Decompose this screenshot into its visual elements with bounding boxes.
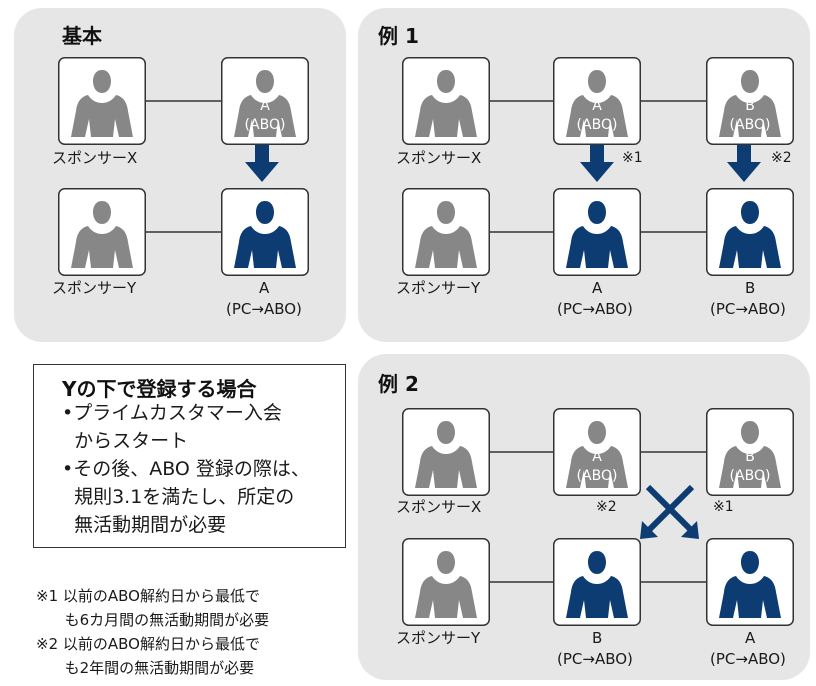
- panel-example-2-title: 例 2: [378, 372, 419, 396]
- person-icon: [221, 188, 309, 276]
- person-icon: [553, 408, 641, 496]
- person-icon: [402, 538, 490, 626]
- note-2-mark: ※2: [596, 499, 617, 515]
- person-b-label: B: [592, 629, 603, 647]
- person-tile-sponsor-x: [402, 57, 490, 145]
- footnote-1: ※1 以前のABO解約日から最低で: [36, 587, 260, 605]
- person-tile-sponsor-x: [402, 408, 490, 496]
- down-arrow-icon: [245, 144, 761, 182]
- person-icon: [706, 57, 794, 145]
- sponsor-x-label: スポンサーX: [396, 149, 482, 167]
- person-icon: [402, 57, 490, 145]
- cross-arrow-icon: [644, 484, 695, 535]
- person-icon: [706, 188, 794, 276]
- person-icon: [706, 408, 794, 496]
- person-b-label: B: [745, 98, 755, 114]
- person-tile-a-new: [553, 188, 641, 276]
- rule-line: •プライムカスタマー入会: [62, 402, 282, 424]
- person-a-label: A: [260, 98, 270, 114]
- abo-tag: (ABO): [729, 468, 771, 484]
- person-tile-b-abo: B (ABO): [706, 57, 794, 145]
- pc-to-abo-label: (PC→ABO): [557, 650, 633, 668]
- person-a-label: A: [592, 279, 603, 297]
- rule-box: [33, 364, 346, 548]
- person-a-label: A: [259, 279, 270, 297]
- person-tile-b-new: [706, 188, 794, 276]
- person-tile-a-new: [706, 538, 794, 626]
- abo-tag: (ABO): [576, 117, 618, 133]
- pc-to-abo-label: (PC→ABO): [710, 650, 786, 668]
- rule-line: からスタート: [62, 430, 189, 452]
- note-2-mark: ※2: [771, 150, 792, 166]
- sponsor-x-label: スポンサーX: [52, 149, 138, 167]
- person-a-label: A: [592, 449, 602, 465]
- person-tile-b-new: [553, 538, 641, 626]
- sponsor-x-label: スポンサーX: [396, 498, 482, 516]
- note-1-mark: ※1: [713, 499, 734, 515]
- person-tile-sponsor-x: [58, 57, 146, 145]
- person-icon: [706, 538, 794, 626]
- person-b-label: B: [745, 449, 755, 465]
- person-tile-b-abo: B (ABO): [706, 408, 794, 496]
- person-tile-sponsor-y: [402, 538, 490, 626]
- person-tile-a-abo: A (ABO): [553, 408, 641, 496]
- person-b-label: B: [745, 279, 756, 297]
- footnote-2-cont: も2年間の無活動期間が必要: [36, 659, 255, 677]
- person-tile-a-abo: A (ABO): [553, 57, 641, 145]
- person-icon: [221, 57, 309, 145]
- person-icon: [58, 57, 146, 145]
- footnote-2: ※2 以前のABO解約日から最低で: [36, 635, 260, 653]
- person-tile-a-abo: A (ABO): [221, 57, 309, 145]
- rule-line: •その後、ABO 登録の際は、: [62, 458, 310, 480]
- person-icon: [553, 188, 641, 276]
- person-icon: [402, 188, 490, 276]
- person-icon: [402, 408, 490, 496]
- note-1-mark: ※1: [622, 150, 643, 166]
- person-icon: [58, 188, 146, 276]
- panel-example-1-title: 例 1: [378, 24, 419, 48]
- person-tile-sponsor-y: [58, 188, 146, 276]
- person-tile-sponsor-y: [402, 188, 490, 276]
- person-a-label: A: [592, 98, 602, 114]
- sponsor-y-label: スポンサーY: [52, 279, 137, 297]
- rule-box-title: Yの下で登録する場合: [62, 377, 257, 401]
- pc-to-abo-label: (PC→ABO): [557, 300, 633, 318]
- person-a-label: A: [745, 629, 756, 647]
- abo-tag: (ABO): [729, 117, 771, 133]
- sponsor-y-label: スポンサーY: [396, 629, 481, 647]
- panel-basic-title: 基本: [62, 24, 102, 48]
- person-icon: [553, 57, 641, 145]
- footnote-1-cont: も6カ月間の無活動期間が必要: [36, 611, 270, 629]
- abo-tag: (ABO): [244, 117, 286, 133]
- rule-line: 規則3.1を満たし、所定の: [62, 486, 295, 508]
- rule-line: 無活動期間が必要: [62, 514, 227, 536]
- person-icon: [553, 538, 641, 626]
- pc-to-abo-label: (PC→ABO): [226, 300, 302, 318]
- sponsor-y-label: スポンサーY: [396, 279, 481, 297]
- abo-tag: (ABO): [576, 468, 618, 484]
- pc-to-abo-label: (PC→ABO): [710, 300, 786, 318]
- person-tile-a-new: [221, 188, 309, 276]
